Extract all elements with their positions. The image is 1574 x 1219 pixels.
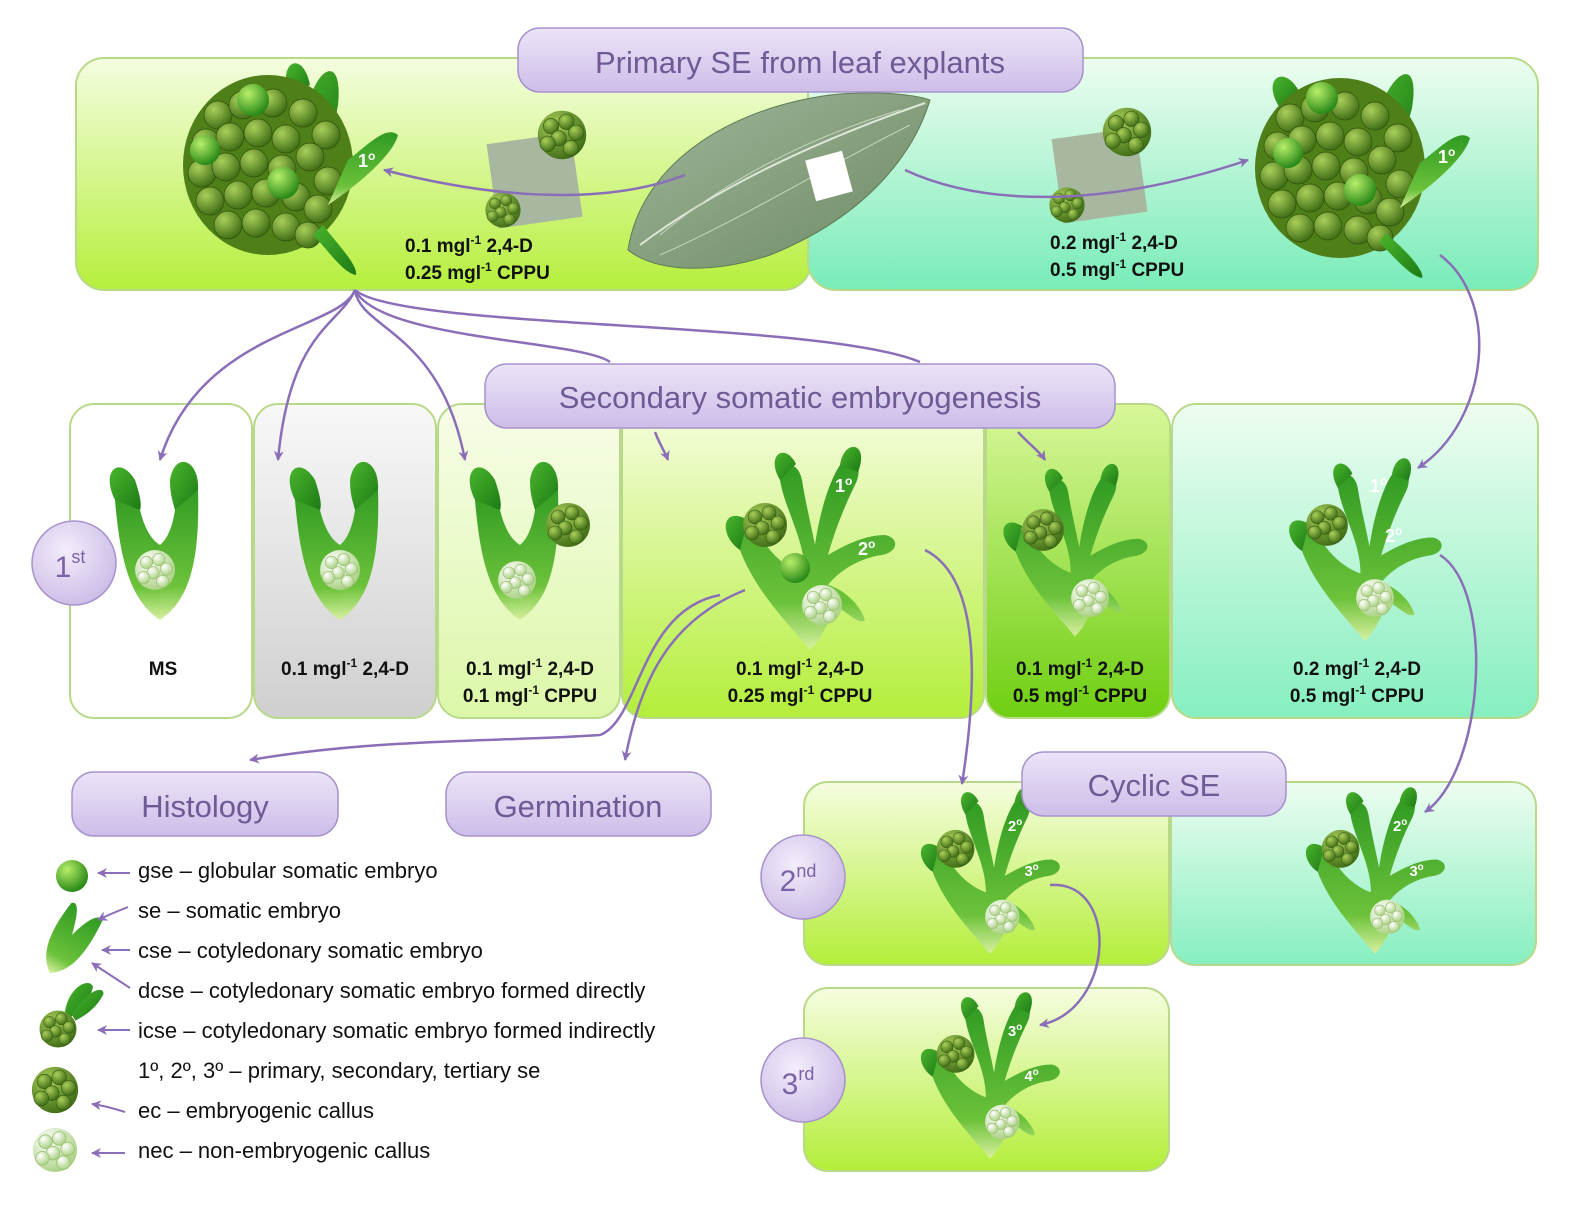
- legend-item-nec: nec – non-embryogenic callus: [138, 1138, 430, 1163]
- secondary-title: Secondary somatic embryogenesis: [559, 380, 1041, 415]
- ordinal-cyc-f: 4o: [1024, 1067, 1038, 1085]
- cyclic-title: Cyclic SE: [1088, 768, 1221, 803]
- ordinal-cyc-a: 2o: [1008, 817, 1022, 835]
- medium-label-5b: 0.5 mgl-1 CPPU: [1013, 683, 1147, 707]
- embryo-cyclic-c: 3o 4o: [920, 992, 1060, 1159]
- svg-text:2nd: 2nd: [780, 861, 817, 898]
- page-title: Primary SE from leaf explants: [595, 45, 1005, 80]
- leaf-explant: [627, 92, 931, 269]
- medium-label-6b: 0.5 mgl-1 CPPU: [1290, 683, 1424, 707]
- explant-square-right: [1049, 107, 1152, 224]
- ordinal-cyc-b: 3o: [1024, 862, 1038, 880]
- medium-label-4b: 0.25 mgl-1 CPPU: [728, 683, 873, 707]
- primary-callus-right: 1o: [1254, 74, 1470, 278]
- legend-arrows: [91, 868, 131, 1158]
- medium-label-1: MS: [149, 659, 178, 680]
- germination-text: Germination: [494, 789, 663, 824]
- ordinal-sec-a: 1o: [835, 474, 852, 496]
- secondary-label: Secondary somatic embryogenesis: [484, 363, 1116, 429]
- legend-nec-icon: [32, 1127, 78, 1173]
- legend-item-dcse: dcse – cotyledonary somatic embryo forme…: [138, 978, 645, 1003]
- svg-text:3rd: 3rd: [782, 1064, 815, 1101]
- primary-callus-left: 1o: [182, 63, 398, 275]
- legend-item-ordinals: 1º, 2º, 3º – primary, secondary, tertiar…: [138, 1058, 540, 1083]
- legend-gse-icon: [56, 860, 88, 892]
- legend-icse-icon: [39, 982, 104, 1048]
- cyclic-panel-right: [1170, 781, 1537, 966]
- primary-condition-right-2: 0.5 mgl-1 CPPU: [1050, 257, 1184, 281]
- legend-item-se: se – somatic embryo: [138, 898, 341, 923]
- stage-3-badge: 3rd: [760, 1037, 846, 1123]
- ordinal-sec-d: 2o: [1385, 524, 1402, 546]
- legend-item-ec: ec – embryogenic callus: [138, 1098, 374, 1123]
- medium-label-5a: 0.1 mgl-1 2,4-D: [1016, 656, 1144, 680]
- medium-label-3b: 0.1 mgl-1 CPPU: [463, 683, 597, 707]
- primary-condition-left-1: 0.1 mgl-1 2,4-D: [405, 233, 533, 257]
- ordinal-primary-right: 1o: [1438, 145, 1455, 167]
- legend-item-cse: cse – cotyledonary somatic embryo: [138, 938, 483, 963]
- legend-item-gse: gse – globular somatic embryo: [138, 858, 438, 883]
- germination-label: Germination: [445, 771, 712, 837]
- histology-label: Histology: [71, 771, 339, 837]
- embryo-cyclic-a: 2o 3o: [920, 787, 1060, 954]
- medium-label-6a: 0.2 mgl-1 2,4-D: [1293, 656, 1421, 680]
- ordinal-sec-b: 2o: [858, 537, 875, 559]
- medium-panel-6: [1171, 403, 1539, 719]
- legend-ec-icon: [31, 1066, 79, 1114]
- primary-condition-right-1: 0.2 mgl-1 2,4-D: [1050, 230, 1178, 254]
- histology-text: Histology: [141, 789, 269, 824]
- embryo-6: 1o 2o: [1289, 458, 1442, 641]
- svg-text:1st: 1st: [55, 547, 86, 584]
- stage-2-badge: 2nd: [760, 834, 846, 920]
- legend-embryo-icon: [46, 902, 103, 974]
- header-label: Primary SE from leaf explants: [517, 27, 1084, 93]
- flow-arrows: [157, 158, 1481, 1029]
- embryo-cyclic-b: 2o 3o: [1305, 787, 1445, 954]
- ordinal-primary-left: 1o: [358, 149, 375, 171]
- explant-square-left: [485, 110, 587, 229]
- medium-label-4a: 0.1 mgl-1 2,4-D: [736, 656, 864, 680]
- primary-condition-left-2: 0.25 mgl-1 CPPU: [405, 260, 550, 284]
- medium-label-2: 0.1 mgl-1 2,4-D: [281, 656, 409, 680]
- cyclic-label: Cyclic SE: [1021, 751, 1287, 817]
- ordinal-cyc-c: 2o: [1393, 817, 1407, 835]
- medium-label-3a: 0.1 mgl-1 2,4-D: [466, 656, 594, 680]
- ordinal-sec-c: 1o: [1370, 474, 1387, 496]
- legend-item-icse: icse – cotyledonary somatic embryo forme…: [138, 1018, 655, 1043]
- ordinal-cyc-d: 3o: [1409, 862, 1423, 880]
- stage-1-badge: 1st: [31, 520, 117, 606]
- legend: gse – globular somatic embryo se – somat…: [31, 858, 655, 1173]
- ordinal-cyc-e: 3o: [1008, 1022, 1022, 1040]
- embryo-4: 1o 2o: [725, 446, 896, 650]
